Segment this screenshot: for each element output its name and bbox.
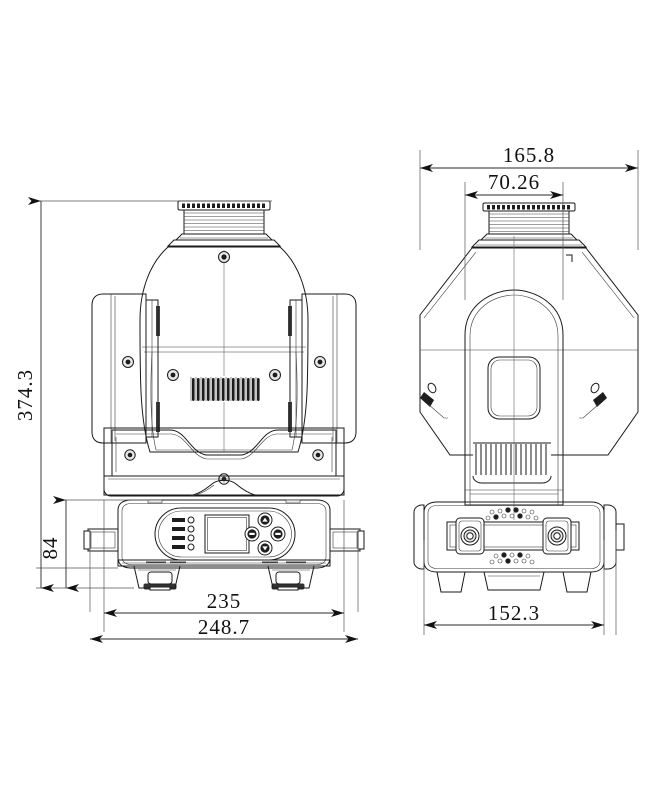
side-vent-grille <box>472 442 552 484</box>
head-latch-right <box>590 382 607 407</box>
base-housing <box>413 501 625 593</box>
dimension-width-235: 235 <box>104 589 344 617</box>
dimension-height-374: 374.3 <box>13 197 54 592</box>
side-view-dimensions: 165.8 70.26 152.3 <box>419 143 639 635</box>
lamp-head <box>419 247 639 456</box>
rubber-foot-left <box>133 565 181 591</box>
dimension-label-neck-width: 70.26 <box>488 170 540 194</box>
head-latch-left <box>420 382 437 407</box>
lcd-display[interactable] <box>204 514 250 554</box>
omega-bracket-left <box>83 528 119 552</box>
dimension-label-height-overall: 374.3 <box>13 369 37 421</box>
dimension-width-165: 165.8 <box>420 143 638 172</box>
dimension-width-70: 70.26 <box>465 170 563 199</box>
vent-holes <box>485 507 539 565</box>
base-front-panel <box>117 499 331 569</box>
yoke-arm-right <box>288 293 357 444</box>
dimension-depth-152: 152.3 <box>424 601 604 629</box>
xlr-connector-left[interactable] <box>455 517 485 555</box>
dimension-label-base-width-outer: 248.7 <box>198 615 250 639</box>
xlr-connector-right[interactable] <box>542 517 572 555</box>
control-panel[interactable] <box>154 507 296 561</box>
dimension-height-84: 84 <box>38 496 79 592</box>
threaded-neck <box>470 202 588 248</box>
heat-vent-grille <box>189 376 260 402</box>
nav-button-up[interactable] <box>257 512 273 528</box>
led-indicator-group <box>172 516 195 551</box>
dimension-label-side-width: 165.8 <box>503 143 555 167</box>
yoke-arm-left <box>91 293 160 444</box>
omega-bracket-right <box>329 528 365 552</box>
dimension-label-base-depth: 152.3 <box>488 601 540 625</box>
base-housing <box>103 427 345 497</box>
nav-button-left[interactable] <box>244 526 260 542</box>
front-view <box>83 200 365 591</box>
dimension-label-base-height: 84 <box>38 537 62 560</box>
yoke-arm <box>464 236 564 520</box>
rubber-foot-right <box>267 565 315 591</box>
side-view <box>413 202 639 593</box>
dimension-width-248: 248.7 <box>90 615 358 643</box>
lamp-head <box>139 246 309 453</box>
threaded-neck <box>166 200 282 247</box>
dimension-label-base-width-inner: 235 <box>207 589 242 613</box>
nav-button-down[interactable] <box>257 540 273 556</box>
nav-button-right[interactable] <box>270 526 286 542</box>
front-view-dimensions: 374.3 84 235 248.7 <box>13 197 359 643</box>
